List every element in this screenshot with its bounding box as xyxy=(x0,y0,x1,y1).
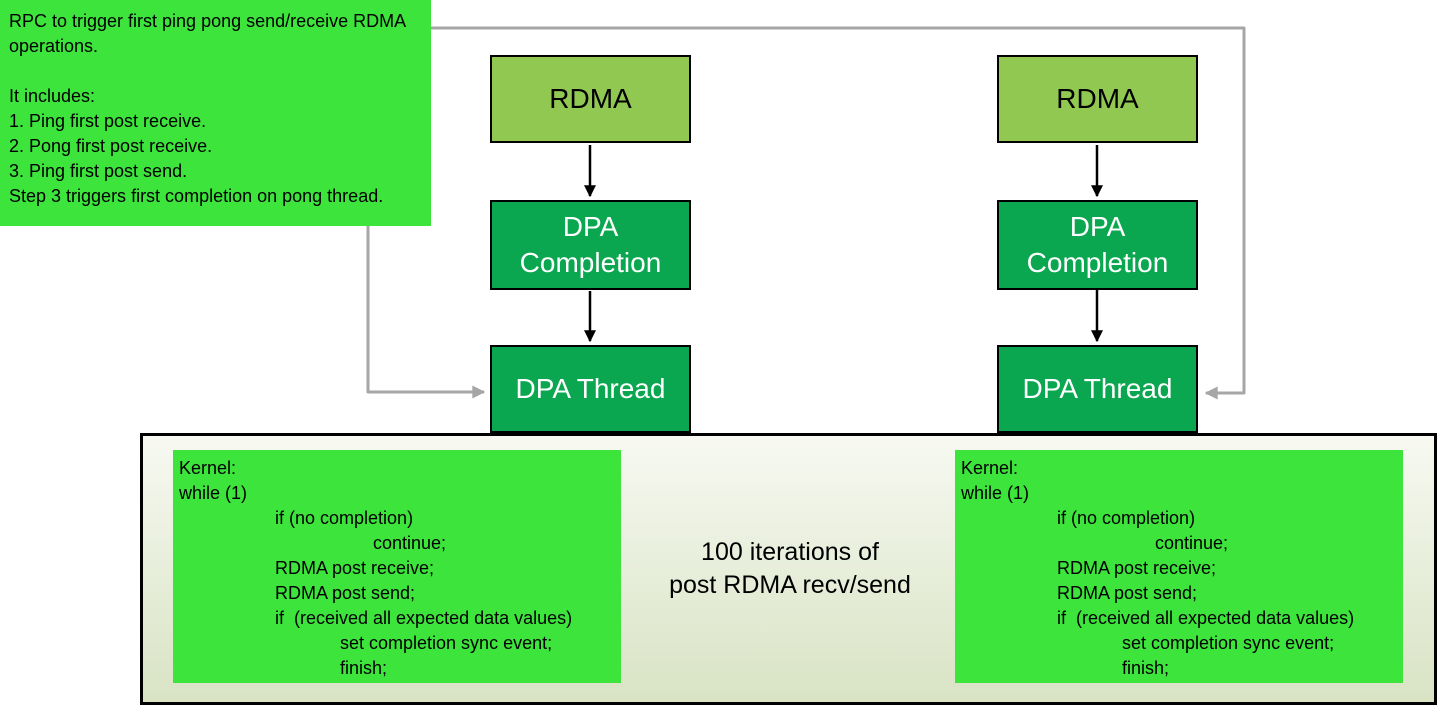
rdma-box-left: RDMA xyxy=(490,55,691,143)
kernel-code-line: if (no completion) xyxy=(1057,508,1196,528)
kernel-code-line: if (received all expected data values) xyxy=(1057,608,1355,628)
dpa-thread-label: DPA Thread xyxy=(1022,373,1173,404)
annotation-includes-heading: It includes: xyxy=(9,86,96,106)
dpa-completion-box-left: DPA Completion xyxy=(490,200,691,290)
dpa-thread-box-right: DPA Thread xyxy=(997,345,1198,433)
annotation-intro: RPC to trigger first ping pong send/rece… xyxy=(9,11,406,56)
rdma-label: RDMA xyxy=(549,83,632,114)
rdma-label: RDMA xyxy=(1056,83,1139,114)
dpa-completion-label-line1: DPA xyxy=(562,211,619,242)
kernel-box-right: Kernel: while (1) if (no completion) con… xyxy=(955,450,1403,683)
iterations-note-line2: post RDMA recv/send xyxy=(669,571,911,599)
kernel-code-line: Kernel: xyxy=(179,458,237,478)
kernel-code-line: if (received all expected data values) xyxy=(275,608,573,628)
annotation-step-3: 3. Ping first post send. xyxy=(9,161,188,181)
kernel-code-line: Kernel: xyxy=(961,458,1019,478)
connector-annotation-to-left-dpa-thread xyxy=(366,226,486,399)
kernel-box-left: Kernel: while (1) if (no completion) con… xyxy=(173,450,621,683)
iterations-note-line1: 100 iterations of xyxy=(701,538,879,566)
dpa-thread-box-left: DPA Thread xyxy=(490,345,691,433)
dpa-completion-box-right: DPA Completion xyxy=(997,200,1198,290)
annotation-step-1: 1. Ping first post receive. xyxy=(9,111,207,131)
dpa-completion-label-line2: Completion xyxy=(519,247,662,278)
kernel-code-line: set completion sync event; xyxy=(340,633,553,653)
kernel-code-line: while (1) xyxy=(179,483,248,503)
annotation-footnote: Step 3 triggers first completion on pong… xyxy=(9,186,384,206)
kernel-code-line: RDMA post send; xyxy=(275,583,416,603)
kernel-code-line: finish; xyxy=(1122,658,1170,678)
dpa-completion-label-line1: DPA xyxy=(1069,211,1126,242)
kernel-code-line: RDMA post receive; xyxy=(275,558,435,578)
rdma-box-right: RDMA xyxy=(997,55,1198,143)
dpa-completion-label-line2: Completion xyxy=(1026,247,1169,278)
dpa-thread-label: DPA Thread xyxy=(515,373,666,404)
kernel-code-line: set completion sync event; xyxy=(1122,633,1335,653)
kernel-code-line: continue; xyxy=(1155,533,1229,553)
kernel-code-line: finish; xyxy=(340,658,388,678)
kernel-code-line: continue; xyxy=(373,533,447,553)
kernel-code-line: while (1) xyxy=(961,483,1030,503)
annotation-step-2: 2. Pong first post receive. xyxy=(9,136,213,156)
annotation-box: RPC to trigger first ping pong send/rece… xyxy=(0,0,431,226)
iterations-note: 100 iterations of post RDMA recv/send xyxy=(622,536,958,602)
kernel-code-line: RDMA post receive; xyxy=(1057,558,1217,578)
kernel-code-line: RDMA post send; xyxy=(1057,583,1198,603)
kernel-code-line: if (no completion) xyxy=(275,508,414,528)
